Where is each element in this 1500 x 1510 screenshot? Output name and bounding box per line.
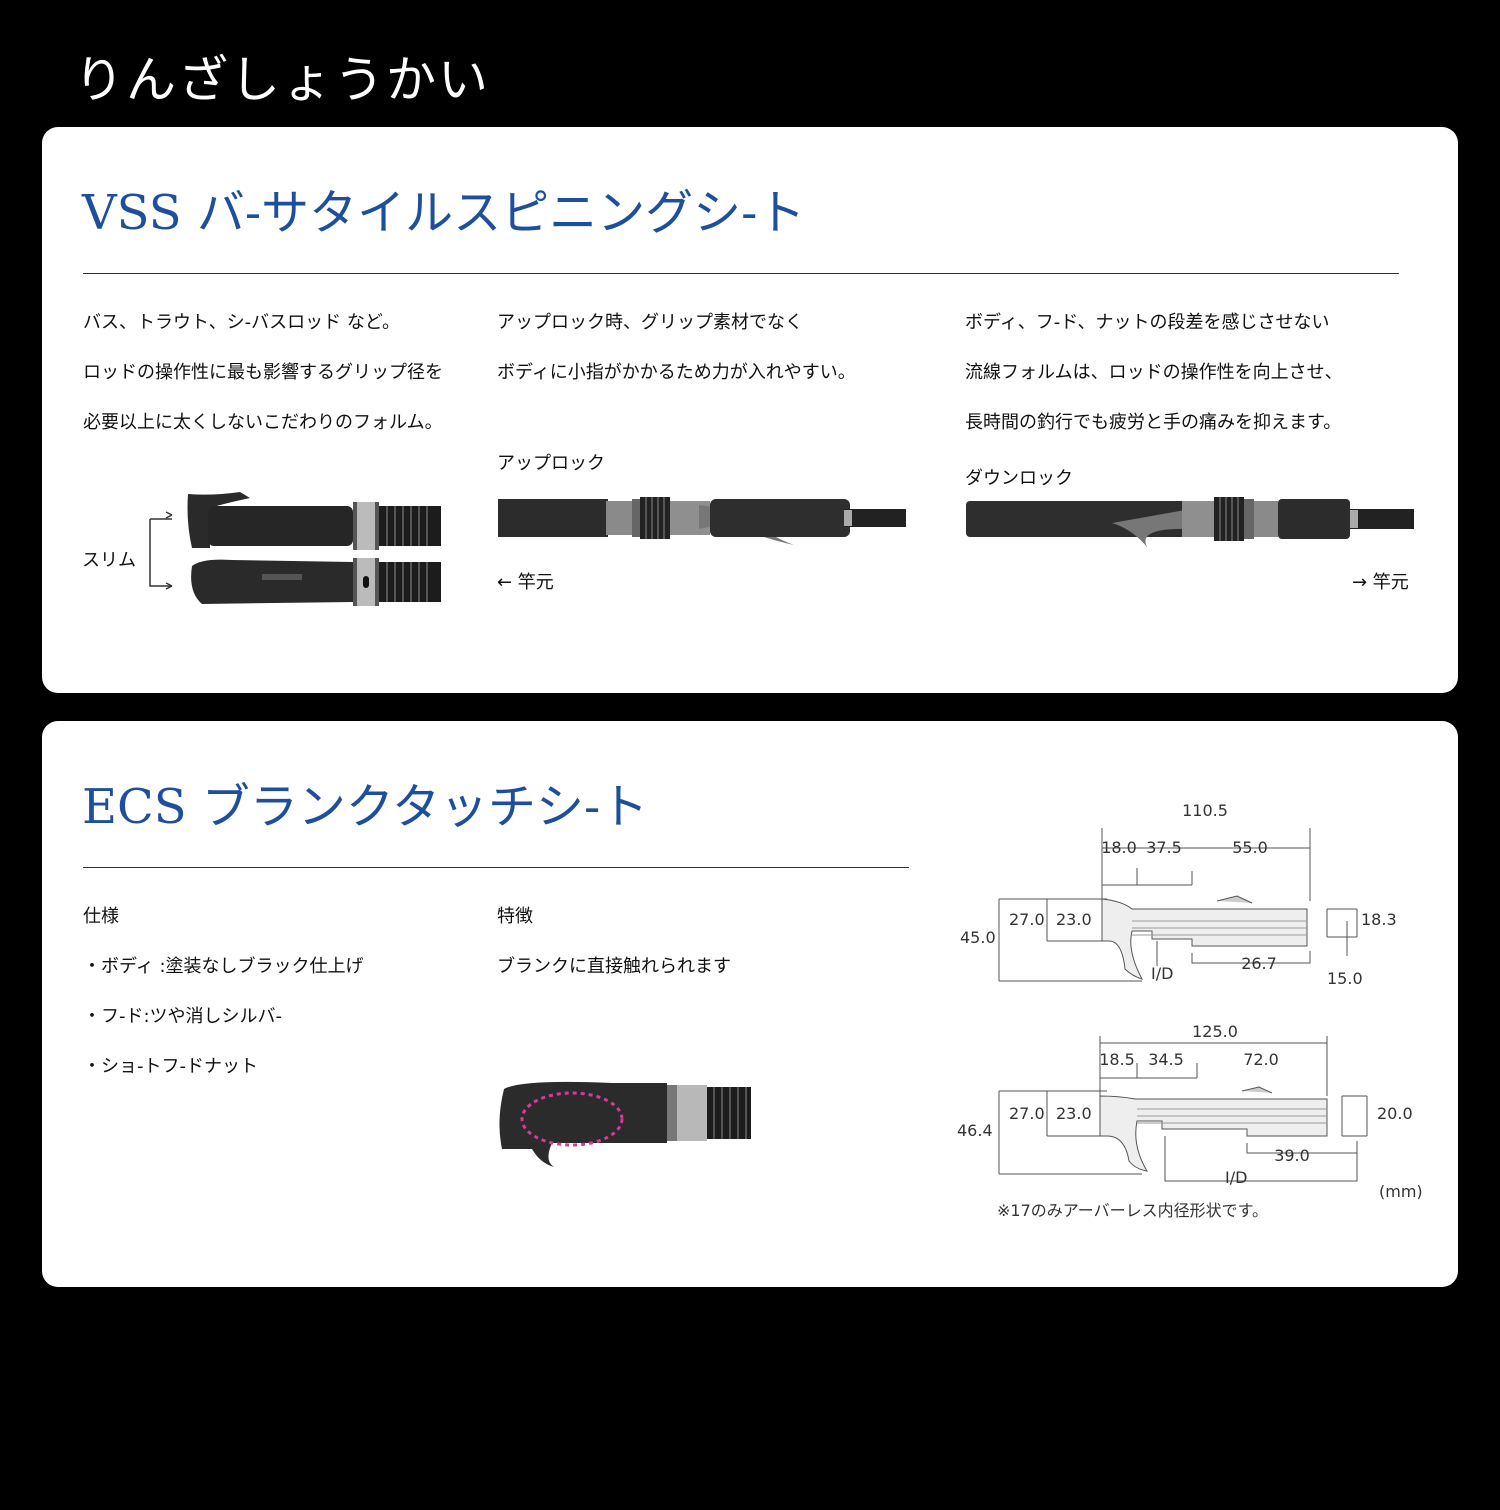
bracket-connector (149, 518, 172, 587)
ecs-divider (83, 867, 909, 868)
slim-reel-seat-image (149, 492, 441, 606)
dim-unit: (mm) (1379, 1182, 1423, 1201)
dim-upper-d1: 18.0 (1101, 838, 1137, 857)
feature-text: ブランクに直接触れられます (497, 956, 731, 977)
vss-seat-bottom (191, 558, 441, 606)
feature-heading: 特徴 (497, 906, 533, 927)
dimension-diagram: 110.5 18.0 37.5 55.0 45.0 27.0 23.0 18.3… (957, 801, 1423, 1220)
vss-col3-line: 流線フォルムは、ロッドの操作性を向上させ、 (965, 362, 1343, 383)
vss-divider (83, 273, 1399, 274)
dim-upper-r-small: 15.0 (1327, 969, 1363, 988)
dim-lower-d3: 72.0 (1243, 1050, 1279, 1069)
vss-col2-line: アップロック時、グリップ素材でなく (497, 312, 803, 333)
touch-area-marker (520, 1091, 624, 1147)
vss-col1-line: 必要以上に太くしないこだわりのフォルム。 (83, 412, 443, 433)
spec-item: ・ボディ :塗装なしブラック仕上げ (83, 956, 364, 977)
dim-lower-h2: 23.0 (1056, 1104, 1092, 1123)
spec-heading: 仕様 (83, 906, 119, 927)
slim-label: スリム (82, 550, 136, 571)
dim-upper-nut: 26.7 (1241, 954, 1277, 973)
dim-upper-h1: 27.0 (1009, 910, 1045, 929)
vss-col1-text: バス、トラウト、シ-バスロッド など。 ロッドの操作性に最も影響するグリップ径を… (83, 298, 443, 448)
downlock-direction: → 竿元 (1352, 572, 1409, 593)
arrow-heads (165, 511, 173, 590)
dim-lower-h-outer: 46.4 (957, 1121, 993, 1140)
uplock-direction: ← 竿元 (497, 572, 554, 593)
ecs-feature: 特徴 ブランクに直接触れられます (497, 892, 731, 992)
vss-col2-line: ボディに小指がかかるため力が入れやすい。 (497, 362, 856, 383)
ecs-card: ECS ブランクタッチシ-ト 仕様 ・ボディ :塗装なしブラック仕上げ ・フ-ド… (42, 721, 1458, 1287)
vss-seat-top (187, 492, 441, 550)
dim-upper-d2: 37.5 (1146, 838, 1182, 857)
dim-upper-h-outer: 45.0 (960, 928, 996, 947)
dim-upper-r-inner: 18.3 (1361, 910, 1397, 929)
dim-lower-d1: 18.5 (1099, 1050, 1135, 1069)
dim-upper-d3: 55.0 (1232, 838, 1268, 857)
uplock-rod-image (498, 497, 906, 545)
dim-upper-id: I/D (1151, 964, 1173, 983)
dim-lower-d2: 34.5 (1148, 1050, 1184, 1069)
vss-col3-line: ボディ、フ-ド、ナットの段差を感じさせない (965, 312, 1330, 333)
spec-item: ・フ-ド:ツや消しシルバ- (83, 1006, 283, 1027)
dim-upper-h2: 23.0 (1056, 910, 1092, 929)
dim-lower-total: 125.0 (1192, 1022, 1238, 1041)
uplock-heading: アップロック (497, 453, 605, 474)
downlock-heading: ダウンロック (965, 468, 1073, 489)
dim-upper-total: 110.5 (1182, 801, 1228, 820)
vss-card: VSS バ-サタイルスピニングシ-ト バス、トラウト、シ-バスロッド など。 ロ… (42, 127, 1458, 693)
ecs-spec: 仕様 ・ボディ :塗装なしブラック仕上げ ・フ-ド:ツや消しシルバ- ・ショ-ト… (83, 892, 364, 1092)
spec-item: ・ショ-トフ-ドナット (83, 1056, 258, 1077)
dim-lower-h1: 27.0 (1009, 1104, 1045, 1123)
dim-lower-r-inner: 20.0 (1377, 1104, 1413, 1123)
vss-col3-line: 長時間の釣行でも疲労と手の痛みを抑えます。 (965, 412, 1342, 433)
vss-col1-line: ロッドの操作性に最も影響するグリップ径を (83, 362, 443, 383)
vss-title: VSS バ-サタイルスピニングシ-ト (82, 185, 806, 241)
dim-lower-id: I/D (1225, 1168, 1247, 1187)
vss-col2-text: アップロック時、グリップ素材でなく ボディに小指がかかるため力が入れやすい。 (497, 298, 856, 398)
vss-col1-line: バス、トラウト、シ-バスロッド など。 (83, 312, 400, 333)
downlock-rod-image (966, 497, 1414, 547)
ecs-title: ECS ブランクタッチシ-ト (82, 779, 649, 835)
ecs-reel-seat-image (499, 1081, 751, 1167)
page-title: りんざしょうかい (74, 51, 490, 109)
vss-col3-text: ボディ、フ-ド、ナットの段差を感じさせない 流線フォルムは、ロッドの操作性を向上… (965, 298, 1343, 448)
dim-note: ※17のみアーバーレス内径形状です。 (997, 1201, 1268, 1220)
dim-lower-nut: 39.0 (1274, 1146, 1310, 1165)
